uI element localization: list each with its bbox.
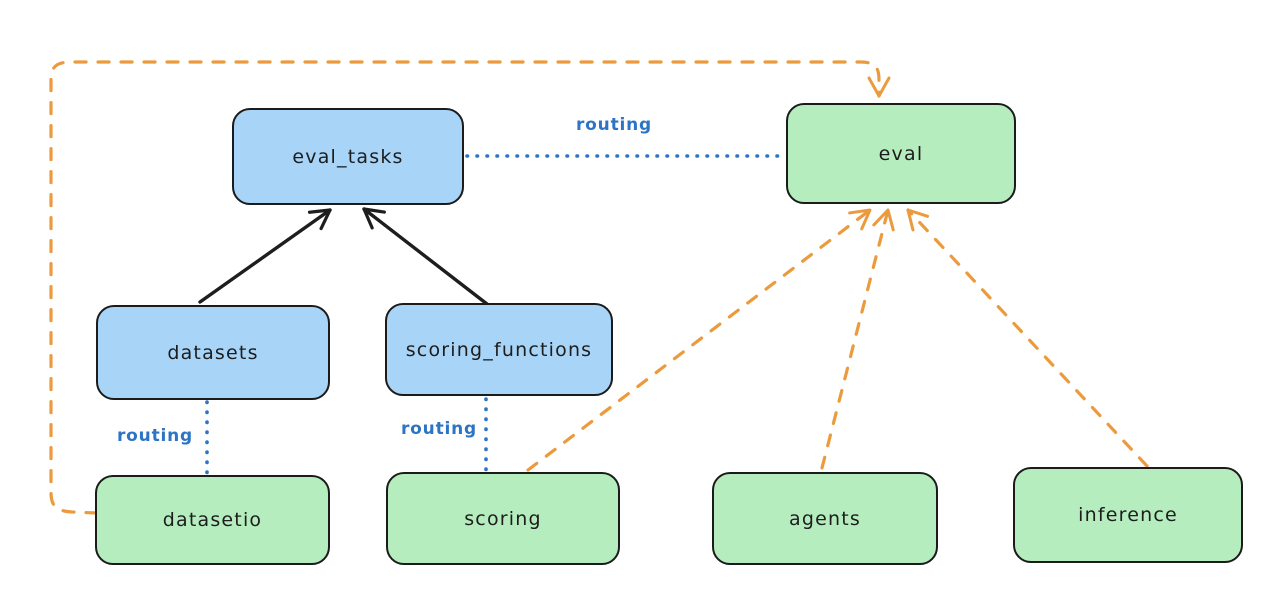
node-inference: inference: [1013, 467, 1243, 563]
edge-scoring-to-eval: [526, 208, 872, 472]
node-eval: eval: [786, 103, 1016, 204]
node-datasets: datasets: [96, 305, 330, 400]
edge-inference-to-eval: [906, 208, 1149, 468]
node-datasets-label: datasets: [167, 341, 259, 364]
node-eval-tasks: eval_tasks: [232, 108, 464, 205]
node-scoring-label: scoring: [464, 507, 542, 530]
edge-datasetio-to-eval: [49, 60, 891, 515]
routing-label-datasets-datasetio: routing: [117, 426, 193, 446]
node-agents: agents: [712, 472, 938, 565]
node-scoring-functions: scoring_functions: [385, 303, 613, 396]
node-inference-label: inference: [1078, 504, 1178, 526]
node-scoring: scoring: [386, 472, 620, 565]
routing-label-scoring-functions-scoring: routing: [401, 419, 477, 439]
edge-datasets-to-eval-tasks: [198, 208, 332, 304]
routing-label-eval-tasks-eval: routing: [576, 115, 652, 135]
node-eval-tasks-label: eval_tasks: [292, 145, 404, 168]
edge-agents-to-eval: [820, 208, 895, 470]
node-scoring-functions-label: scoring_functions: [405, 338, 593, 361]
edge-scoring-functions-to-eval-tasks: [362, 207, 489, 306]
node-datasetio: datasetio: [95, 475, 330, 565]
node-datasetio-label: datasetio: [162, 509, 263, 531]
node-eval-label: eval: [878, 142, 924, 165]
node-agents-label: agents: [789, 507, 861, 530]
